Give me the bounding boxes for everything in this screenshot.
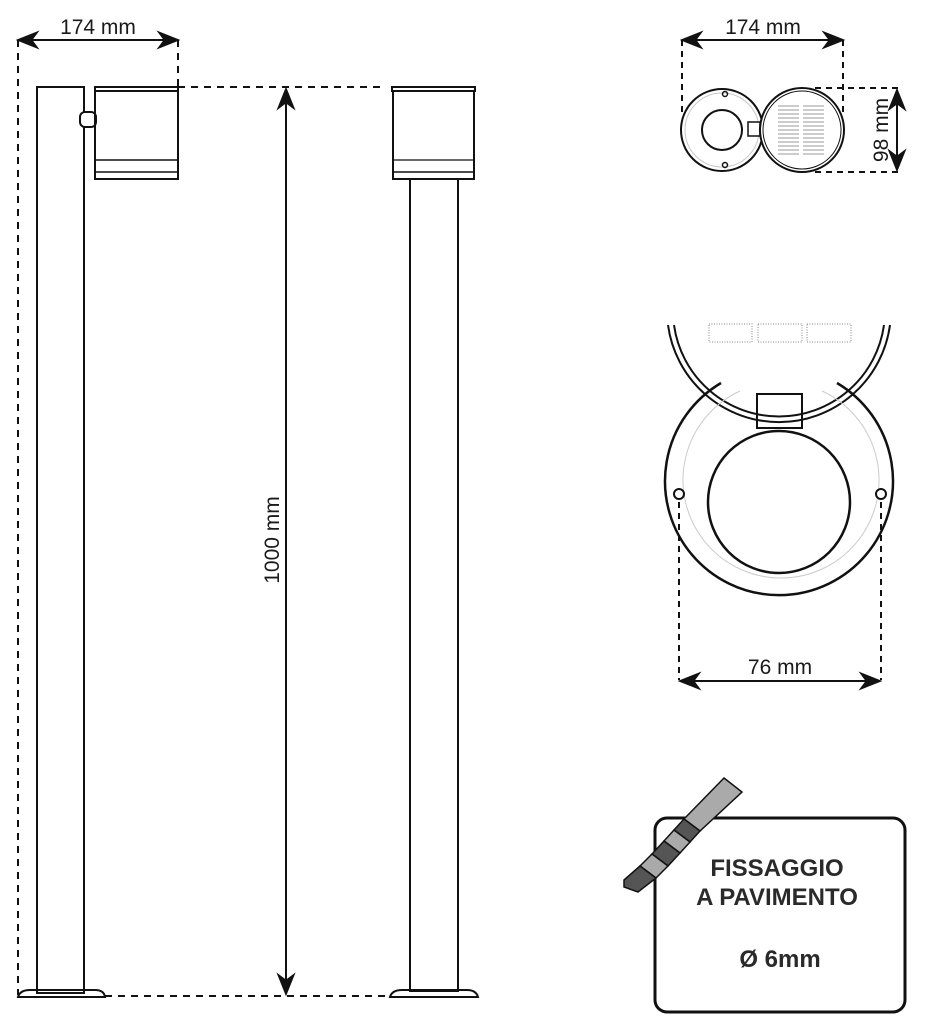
pole-front [409,178,459,992]
solar-panel-disc [759,87,845,173]
hinge [79,111,97,128]
mount-hole-right [875,488,887,500]
drill-size-label: Ø 6mm [739,946,820,973]
pole [36,86,85,994]
side-width-label: 174 mm [60,16,136,39]
side-view: 174 mm 1000 mm [15,16,480,998]
mount-hole-left [673,488,685,500]
solar-head-outline [667,324,891,423]
lamp-head [94,90,179,180]
height-label: 1000 mm [261,496,284,584]
top-width-label: 174 mm [725,16,801,39]
arm-connector [756,393,803,429]
solar-cell-strips [708,323,852,343]
solar-cells [778,105,824,155]
hole-spacing-label: 76 mm [748,656,812,679]
base-detail-view: 76 mm [663,323,895,691]
mounting-info-frame [653,816,907,1014]
base-plate [16,989,107,998]
drill-bit-icon [623,776,744,893]
floor-mounting-box: FISSAGGIO A PAVIMENTO Ø 6mm [623,776,907,1014]
lamp-head-front [392,90,475,180]
pole-section [706,429,852,575]
top-view: 174 mm 98 mm [679,16,907,173]
mounting-title-line2: A PAVIMENTO [696,884,858,911]
top-depth-label: 98 mm [870,98,893,162]
mounting-title-line1: FISSAGGIO [710,855,843,882]
base-flange [663,381,895,597]
base-plate-front [388,989,480,998]
